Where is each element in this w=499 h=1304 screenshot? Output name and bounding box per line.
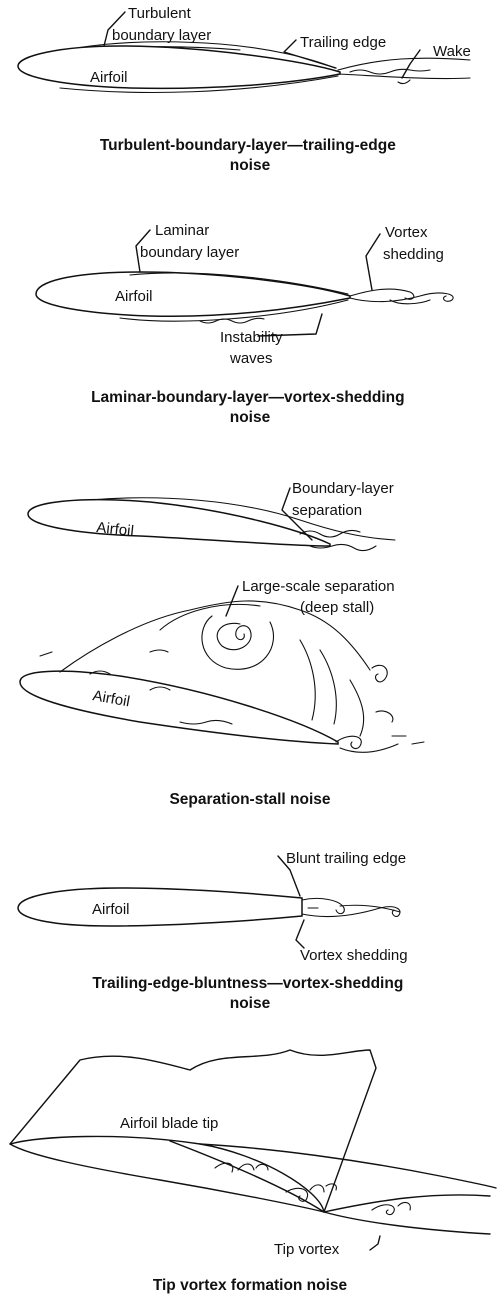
- caption-1-line2: noise: [230, 157, 271, 174]
- panel-separation-stall: Boundary-layer separation Airfoil Large-…: [20, 480, 424, 808]
- wake-label: Wake: [433, 43, 471, 60]
- blade-tip-label: Airfoil blade tip: [120, 1115, 218, 1132]
- vortex-shedding-label-4: Vortex shedding: [300, 947, 408, 964]
- caption-3: Separation-stall noise: [169, 791, 330, 808]
- large-scale-separation-label: Large-scale separation (deep stall): [242, 578, 399, 616]
- vortex-shedding-label-2: Vortex shedding: [383, 224, 444, 263]
- caption-1: Turbulent-boundary-layer—trailing-edge n…: [100, 137, 400, 174]
- bl-separation-label: Boundary-layer separation: [292, 480, 398, 519]
- caption-4-line1: Trailing-edge-bluntness—vortex-shedding: [92, 975, 403, 992]
- laminar-bl-line2: boundary layer: [140, 244, 239, 261]
- airfoil-shape-b: [20, 671, 338, 744]
- turbulent-bl-line1: Turbulent: [128, 5, 192, 22]
- laminar-bl-line1: Laminar: [155, 222, 209, 239]
- caption-1-line1: Turbulent-boundary-layer—trailing-edge: [100, 137, 396, 154]
- turbulent-bl-label: Turbulent boundary layer: [112, 5, 211, 44]
- trailing-edge-label: Trailing edge: [300, 34, 386, 51]
- airfoil-label-2: Airfoil: [115, 288, 153, 305]
- large-scale-line2: (deep stall): [300, 599, 374, 616]
- instability-line2: waves: [229, 350, 273, 367]
- airfoil-shape: [18, 888, 302, 926]
- bl-sep-line2: separation: [292, 502, 362, 519]
- caption-2-line1: Laminar-boundary-layer—vortex-shedding: [91, 389, 405, 406]
- caption-5: Tip vortex formation noise: [153, 1277, 348, 1294]
- instability-line1: Instability: [220, 329, 283, 346]
- panel-turbulent-boundary-layer: Turbulent boundary layer Trailing edge W…: [18, 5, 471, 174]
- airfoil-label-4: Airfoil: [92, 901, 130, 918]
- panel-laminar-boundary-layer: Laminar boundary layer Vortex shedding A…: [36, 222, 453, 426]
- panel-trailing-edge-bluntness: Blunt trailing edge Airfoil Vortex shedd…: [18, 850, 408, 1012]
- airfoil-shape-a: [28, 500, 330, 546]
- caption-4-line2: noise: [230, 995, 271, 1012]
- bl-sep-line1: Boundary-layer: [292, 480, 394, 497]
- blunt-te-label: Blunt trailing edge: [286, 850, 406, 867]
- vortex-2-line1: Vortex: [385, 224, 428, 241]
- turbulent-bl-line2: boundary layer: [112, 27, 211, 44]
- airfoil-label-1: Airfoil: [90, 69, 128, 86]
- airfoil-shape: [18, 46, 340, 88]
- caption-2: Laminar-boundary-layer—vortex-shedding n…: [91, 389, 409, 426]
- large-scale-line1: Large-scale separation: [242, 578, 395, 595]
- panel-tip-vortex: Airfoil blade tip Tip vortex Tip vortex …: [10, 1050, 496, 1294]
- caption-2-line2: noise: [230, 409, 271, 426]
- laminar-bl-label: Laminar boundary layer: [140, 222, 239, 261]
- tip-vortex-label: Tip vortex: [274, 1241, 340, 1258]
- instability-waves-label: Instability waves: [220, 329, 287, 367]
- caption-4: Trailing-edge-bluntness—vortex-shedding …: [92, 975, 407, 1012]
- airfoil-label-3a: Airfoil: [96, 519, 135, 540]
- vortex-2-line2: shedding: [383, 246, 444, 263]
